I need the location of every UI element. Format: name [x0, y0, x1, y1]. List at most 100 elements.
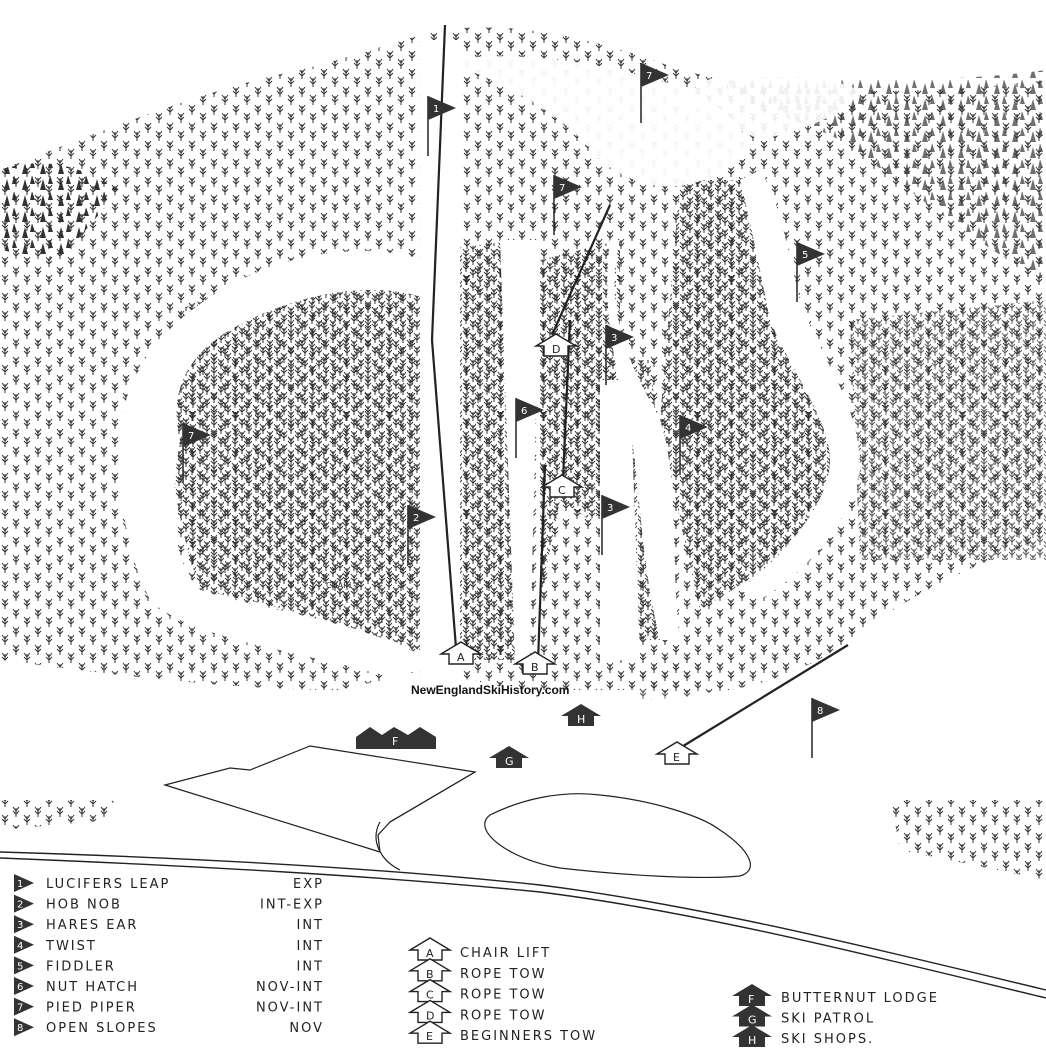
svg-text:7: 7	[646, 71, 652, 82]
svg-text:4: 4	[685, 423, 691, 434]
trail-flag-4: 4	[679, 415, 708, 475]
trail-flag-icon	[14, 977, 34, 995]
svg-text:C: C	[558, 484, 566, 497]
svg-text:4: 4	[17, 941, 23, 952]
building-h-marker: H	[561, 704, 601, 726]
lift-icon: B	[407, 957, 453, 982]
svg-text:H: H	[748, 1034, 756, 1047]
svg-text:3: 3	[607, 503, 613, 514]
legend-building-g: G SKI PATROL	[732, 1004, 875, 1027]
legend-building-name: SKI SHOPS.	[781, 1032, 874, 1047]
legend-lift-name: CHAIR LIFT	[460, 946, 551, 961]
trail-flag-7: 7	[553, 175, 582, 235]
legend-trail-name: FIDDLER	[46, 959, 116, 974]
svg-text:7: 7	[17, 1003, 23, 1014]
trail-flag-1: 1	[427, 96, 456, 156]
legend-trail-name: OPEN SLOPES	[46, 1021, 158, 1036]
trail-flag-3: 3	[605, 325, 634, 385]
lift-icon: E	[407, 1020, 453, 1044]
trail-flag-icon	[14, 956, 34, 975]
legend-trails: 1 LUCIFERS LEAP EXP 2 HOB NOB INT-EXP 3 HARES E…	[14, 874, 325, 1037]
lift-base-markers: A B C D E	[438, 333, 700, 765]
legend-trail-1: 1 LUCIFERS LEAP EXP	[14, 874, 324, 892]
svg-text:E: E	[426, 1030, 433, 1043]
legend-trail-level: INT	[297, 959, 325, 974]
svg-text:2: 2	[413, 513, 419, 524]
trail-flag-7: 7	[182, 423, 211, 483]
legend-trail-name: NUT HATCH	[46, 980, 139, 995]
legend-trail-level: NOV	[289, 1021, 324, 1036]
legend-trail-6: 6 NUT HATCH NOV-INT	[14, 977, 324, 995]
legend-lift-c: C ROPE TOW	[407, 978, 546, 1003]
legend-lift-name: ROPE TOW	[460, 988, 546, 1003]
legend-trail-2: 2 HOB NOB INT-EXP	[14, 894, 324, 913]
legend-trail-8: 8 OPEN SLOPES NOV	[14, 1018, 324, 1037]
svg-text:6: 6	[521, 406, 527, 417]
lift-icon: D	[407, 999, 453, 1024]
svg-text:3: 3	[17, 920, 23, 931]
svg-text:D: D	[426, 1009, 434, 1022]
trail-flag-3: 3	[601, 495, 630, 555]
svg-text:B: B	[531, 661, 539, 674]
legend-lift-name: BEGINNERS TOW	[460, 1029, 597, 1044]
trail-flag-7: 7	[640, 63, 669, 123]
building-icon: H	[732, 1025, 772, 1047]
trail-flag-2: 2	[407, 505, 436, 565]
legend-building-h: H SKI SHOPS.	[732, 1025, 874, 1047]
trail-flag-icon	[14, 935, 34, 954]
svg-text:H: H	[577, 713, 585, 726]
svg-text:G: G	[748, 1014, 757, 1027]
legend-trail-7: 7 PIED PIPER NOV-INT	[14, 997, 324, 1016]
legend-building-f: F BUTTERNUT LODGE	[732, 984, 939, 1006]
driveway	[375, 821, 401, 871]
trail-flag-icon	[14, 894, 34, 913]
legend-trail-level: NOV-INT	[256, 1001, 324, 1016]
svg-text:6: 6	[17, 982, 23, 993]
svg-text:1: 1	[433, 104, 439, 115]
lift-marker-a: A	[438, 641, 484, 665]
road-edge-1	[0, 851, 1046, 991]
legend-trail-name: HARES EAR	[46, 918, 138, 933]
ski-trails	[0, 40, 1046, 800]
trail-flag-6: 6	[515, 398, 544, 458]
pond	[484, 793, 751, 879]
legend-trail-level: NOV-INT	[256, 980, 324, 995]
legend-building-name: SKI PATROL	[781, 1012, 875, 1027]
legend-trail-level: INT-EXP	[260, 898, 324, 913]
lift-icon: C	[407, 978, 453, 1003]
legend-lift-e: E BEGINNERS TOW	[407, 1020, 597, 1044]
svg-text:A: A	[426, 947, 434, 960]
legend-trail-level: EXP	[293, 877, 324, 892]
svg-text:C: C	[426, 989, 434, 1002]
svg-text:F: F	[748, 993, 754, 1006]
svg-text:E: E	[673, 751, 680, 764]
svg-text:5: 5	[802, 250, 808, 261]
credit-watermark: NewEnglandSkiHistory.com	[411, 683, 569, 697]
lift-icon: A	[407, 937, 453, 961]
trail-flag-markers: 1 2 3 3 4 5 6 7 7 7 8	[182, 63, 840, 758]
legend-trail-name: HOB NOB	[46, 898, 122, 913]
svg-text:F: F	[392, 735, 398, 748]
lift-marker-d: D	[533, 333, 579, 357]
svg-text:2: 2	[17, 900, 23, 911]
legend-building-name: BUTTERNUT LODGE	[781, 991, 939, 1006]
legend-trail-name: LUCIFERS LEAP	[46, 877, 170, 892]
trail-flag-icon	[14, 915, 34, 934]
legend-trail-name: TWIST	[45, 939, 97, 954]
lift-lines	[430, 24, 849, 749]
trail-flag-8: 8	[811, 698, 840, 758]
svg-text:G: G	[505, 755, 514, 768]
svg-text:D: D	[552, 343, 560, 356]
legend-buildings: F BUTTERNUT LODGE G SKI PATROL H SKI SHOPS.	[732, 984, 939, 1047]
legend-lift-name: ROPE TOW	[460, 1008, 546, 1023]
svg-text:8: 8	[17, 1023, 23, 1034]
svg-text:1: 1	[17, 879, 23, 890]
legend-trail-name: PIED PIPER	[46, 1001, 137, 1016]
trail-flag-icon	[14, 874, 34, 892]
legend-trail-level: INT	[297, 939, 325, 954]
legend-lift-a: A CHAIR LIFT	[407, 937, 551, 961]
